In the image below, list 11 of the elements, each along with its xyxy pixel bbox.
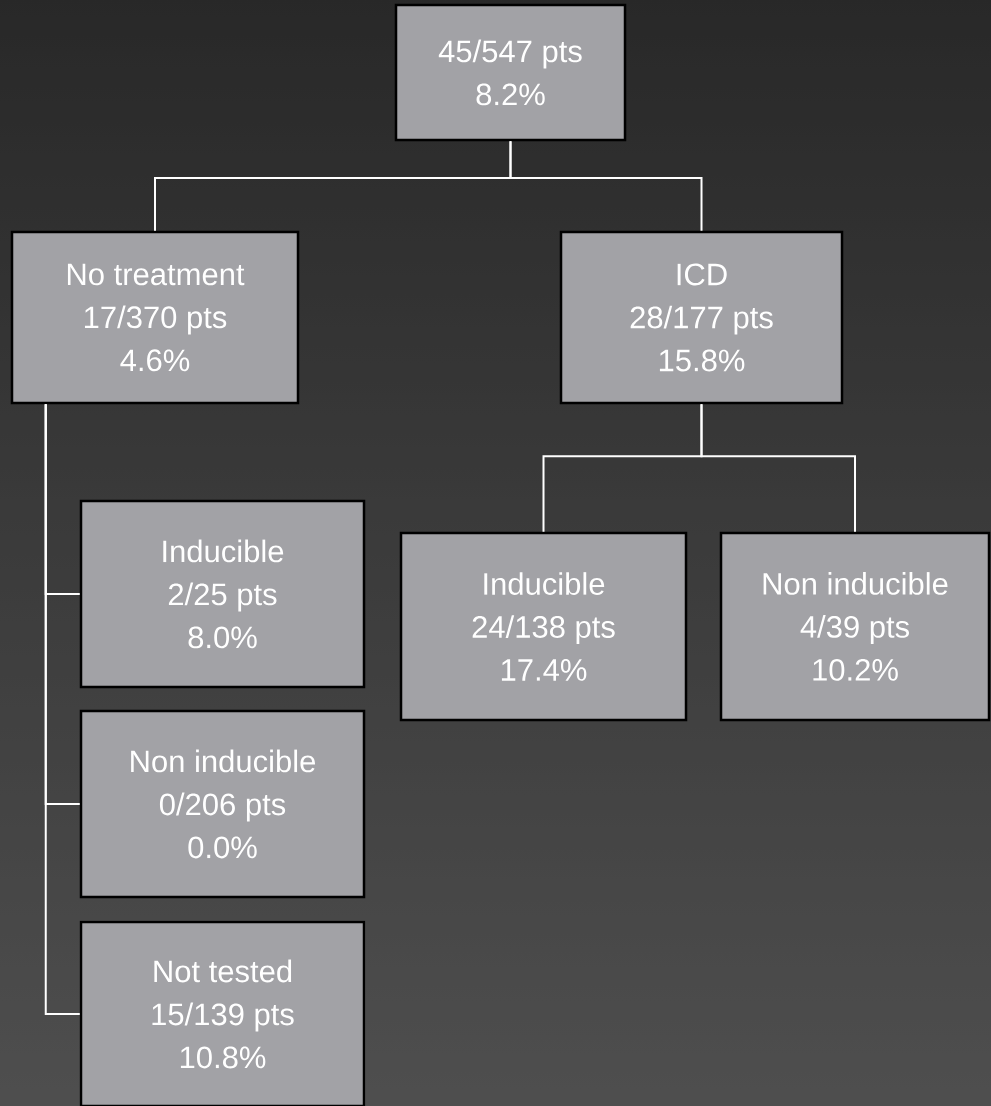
- process-box: No treatment 17/370 pts 4.6%: [10, 230, 300, 405]
- process-box: Inducible 2/25 pts 8.0%: [79, 499, 366, 689]
- connector-line: [509, 140, 703, 232]
- connector-line: [700, 403, 856, 533]
- connector-line: [44, 403, 81, 1015]
- process-box: Non inducible 4/39 pts 10.2%: [719, 531, 991, 722]
- process-box: 45/547 pts 8.2%: [394, 3, 627, 142]
- process-box: Inducible 24/138 pts 17.4%: [399, 531, 688, 722]
- process-box: Not tested 15/139 pts 10.8%: [79, 920, 366, 1106]
- process-box: ICD 28/177 pts 15.8%: [559, 230, 844, 405]
- process-box: Non inducible 0/206 pts 0.0%: [79, 709, 366, 899]
